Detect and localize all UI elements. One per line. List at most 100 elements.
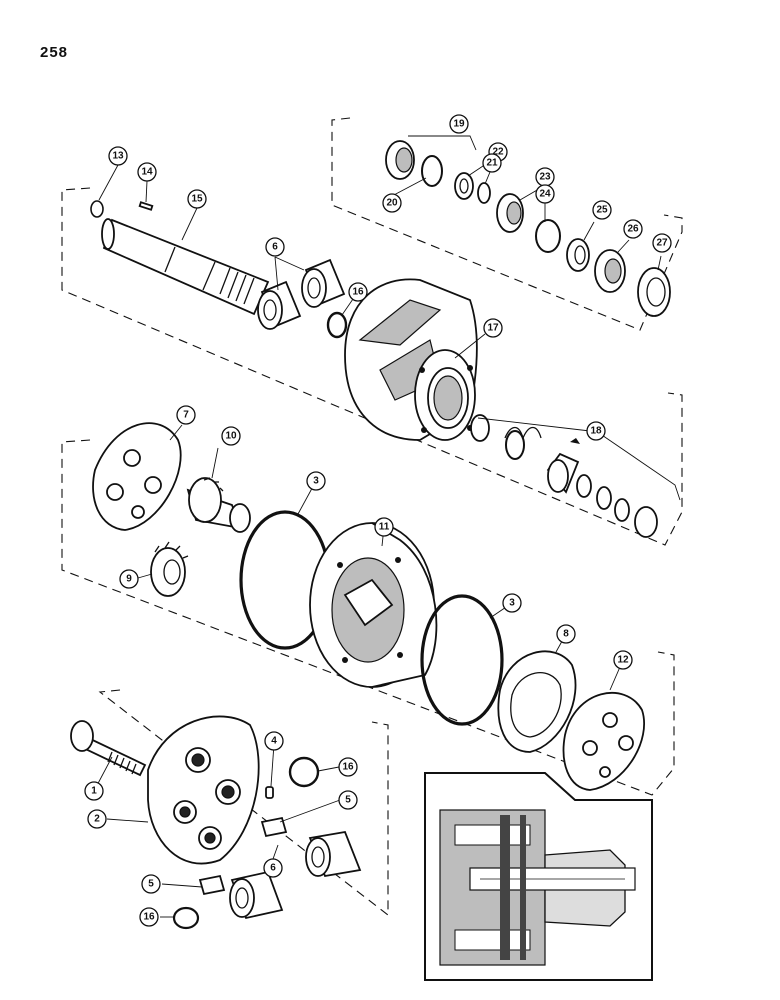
group-outline-shaft xyxy=(61,187,683,546)
valve-parts-18 xyxy=(470,414,658,538)
callout-3-right: 3 xyxy=(502,593,522,613)
wear-plate-12 xyxy=(562,692,645,791)
callout-14: 14 xyxy=(137,162,157,182)
callout-8-label: 8 xyxy=(563,629,569,640)
gasket-8 xyxy=(497,650,577,753)
gear-housing-11 xyxy=(309,522,438,688)
callout-5-lower-label: 5 xyxy=(148,879,154,890)
seal-5-lower xyxy=(198,874,226,896)
callout-1-label: 1 xyxy=(91,786,97,797)
o-ring-13 xyxy=(90,200,104,218)
callout-16-upper: 16 xyxy=(348,282,368,302)
callout-27: 27 xyxy=(652,233,672,253)
callout-23: 23 xyxy=(535,167,555,187)
ring-20 xyxy=(421,155,443,187)
drive-gear-10 xyxy=(186,477,251,533)
callout-18: 18 xyxy=(586,421,606,441)
callout-11: 11 xyxy=(374,517,394,537)
callout-3-left: 3 xyxy=(306,471,326,491)
callout-3-left-label: 3 xyxy=(313,476,319,487)
callout-18-label: 18 xyxy=(590,426,602,437)
callout-1: 1 xyxy=(84,781,104,801)
callout-13: 13 xyxy=(108,146,128,166)
callout-19: 19 xyxy=(449,114,469,134)
callout-17-label: 17 xyxy=(487,323,499,334)
callout-16-lower-label: 16 xyxy=(143,912,155,923)
snap-ring-21 xyxy=(477,182,491,204)
group-outline-shaft-seals xyxy=(331,117,683,331)
callout-15: 15 xyxy=(187,189,207,209)
callout-27-label: 27 xyxy=(656,238,668,249)
bearing-23 xyxy=(496,193,524,233)
callout-4-label: 4 xyxy=(271,736,277,747)
washer-22 xyxy=(454,172,474,200)
o-ring-16-upper xyxy=(326,311,348,339)
callout-9: 9 xyxy=(119,569,139,589)
pump-housing-17 xyxy=(344,278,478,441)
needle-bearing-6-lower-b xyxy=(229,870,284,920)
callout-26: 26 xyxy=(623,219,643,239)
callout-16-mid: 16 xyxy=(338,757,358,777)
callout-5-upper: 5 xyxy=(338,790,358,810)
callout-24: 24 xyxy=(535,184,555,204)
page-number: 258 xyxy=(40,44,69,61)
callout-2-label: 2 xyxy=(94,814,100,825)
callout-6-lower: 6 xyxy=(263,858,283,878)
spacer-25 xyxy=(566,238,590,272)
seal-26 xyxy=(594,249,626,293)
callout-10-label: 10 xyxy=(225,431,237,442)
callout-20: 20 xyxy=(382,193,402,213)
callout-20-label: 20 xyxy=(386,198,398,209)
callout-26-label: 26 xyxy=(627,224,639,235)
seal-5-upper xyxy=(260,816,288,838)
callout-15-label: 15 xyxy=(191,194,203,205)
pin-4 xyxy=(265,786,274,799)
callout-4: 4 xyxy=(264,731,284,751)
idler-gear-9 xyxy=(150,541,189,597)
callout-5-lower: 5 xyxy=(141,874,161,894)
callout-16-lower: 16 xyxy=(139,907,159,927)
callout-6-lower-label: 6 xyxy=(270,863,276,874)
callout-8: 8 xyxy=(556,624,576,644)
callout-11-label: 11 xyxy=(379,522,390,533)
needle-bearing-6-upper xyxy=(257,258,346,330)
callout-25-label: 25 xyxy=(596,205,608,216)
seal-19 xyxy=(385,140,415,180)
group-outline-gears xyxy=(61,439,675,796)
callout-14-label: 14 xyxy=(141,167,153,178)
callout-2: 2 xyxy=(87,809,107,829)
callout-21: 21 xyxy=(482,153,502,173)
o-ring-3-right xyxy=(420,594,504,726)
drive-shaft-15 xyxy=(101,218,270,316)
inset-cutaway-view xyxy=(424,772,653,981)
callout-23-label: 23 xyxy=(539,172,551,183)
wear-plate-7 xyxy=(92,422,182,531)
callout-21-label: 21 xyxy=(486,158,498,169)
callout-6-upper: 6 xyxy=(265,237,285,257)
callout-5-upper-label: 5 xyxy=(345,795,351,806)
callout-6-upper-label: 6 xyxy=(272,242,278,253)
callout-10: 10 xyxy=(221,426,241,446)
callout-16-upper-label: 16 xyxy=(352,287,364,298)
cap-screw-1 xyxy=(70,720,147,777)
callout-12-label: 12 xyxy=(617,655,629,666)
callout-13-label: 13 xyxy=(112,151,124,162)
callout-19-label: 19 xyxy=(453,119,465,130)
leader-lines xyxy=(93,135,681,918)
callout-9-label: 9 xyxy=(126,574,132,585)
callout-7: 7 xyxy=(176,405,196,425)
callout-22-label: 22 xyxy=(492,147,504,158)
callout-25: 25 xyxy=(592,200,612,220)
key-14 xyxy=(138,201,154,211)
o-ring-16-lower xyxy=(288,756,320,788)
callout-12: 12 xyxy=(613,650,633,670)
callout-24-label: 24 xyxy=(539,189,551,200)
callout-7-label: 7 xyxy=(183,410,189,421)
callout-16-mid-label: 16 xyxy=(342,762,354,773)
retainer-nut-27 xyxy=(637,267,671,317)
o-ring-16-bottom xyxy=(172,906,200,930)
end-cover-2 xyxy=(147,715,260,865)
callout-17: 17 xyxy=(483,318,503,338)
ring-24 xyxy=(535,219,561,253)
